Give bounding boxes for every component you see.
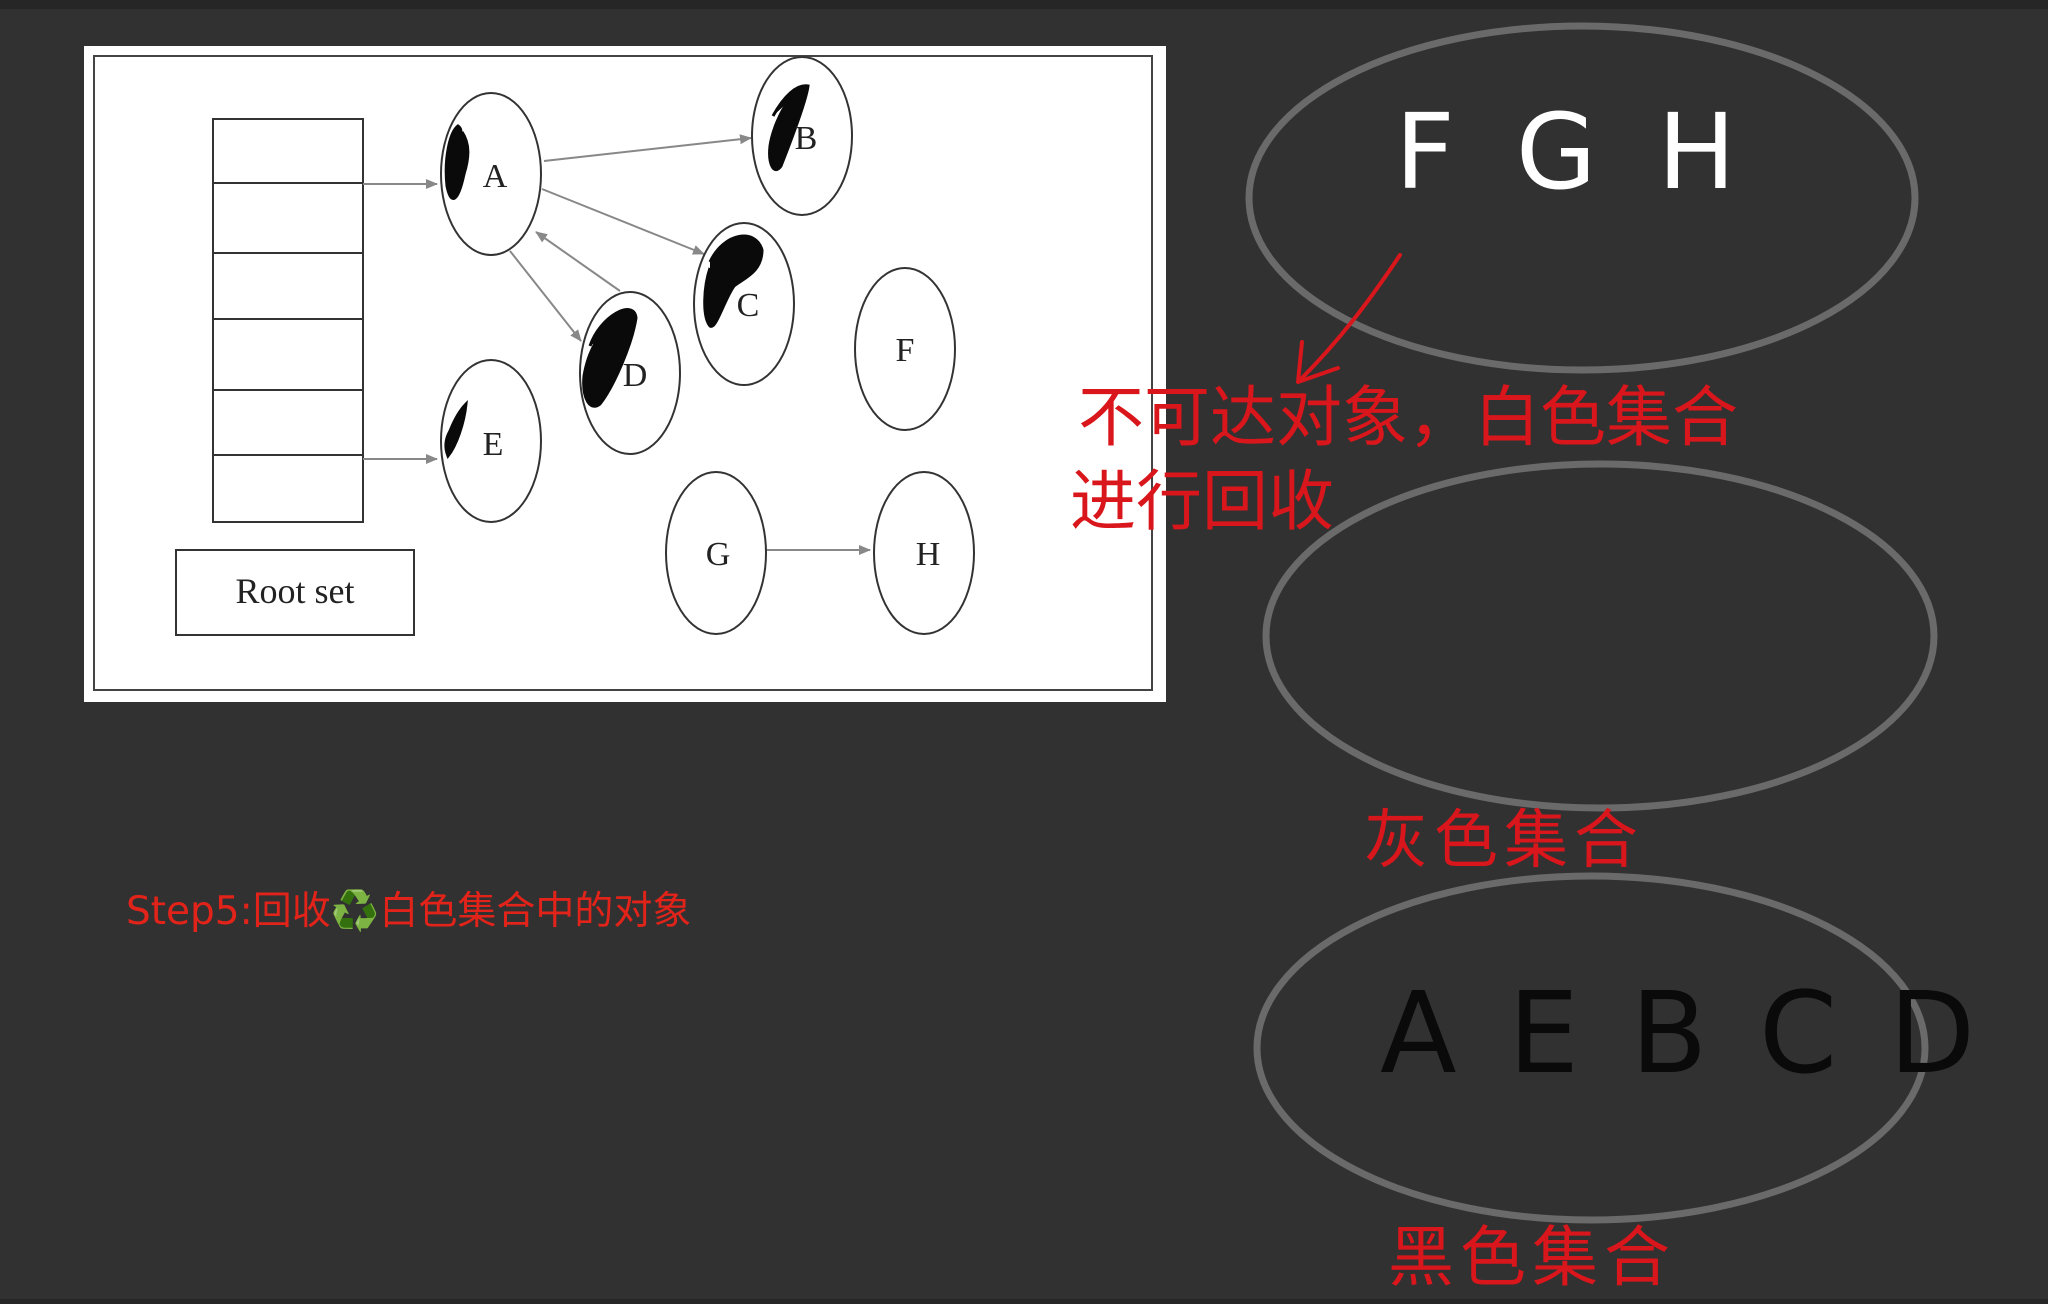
node-label-d: D [623, 357, 648, 394]
root-set-label: Root set [235, 571, 354, 611]
node-h: H [873, 471, 975, 635]
graph-edges [363, 134, 871, 555]
node-label-a: A [483, 158, 508, 195]
figure-frame [93, 55, 1153, 691]
node-label-c: C [737, 287, 760, 324]
mark-scribble-e [444, 399, 468, 459]
node-e: E [440, 359, 542, 523]
edge-a-to-b [543, 134, 752, 162]
edge-d-to-a [535, 231, 621, 292]
root-set-stack [212, 118, 364, 523]
white-set-note-line1: 不可达对象，白色集合 [1078, 379, 1738, 456]
mark-scribble-b [768, 84, 810, 172]
edge-a-to-c [541, 188, 705, 255]
bottom-bar [0, 1299, 2048, 1304]
white-set-ellipse [1245, 22, 1919, 374]
white-set-contents: F G H [1395, 91, 1750, 213]
graph-diagram: Root set A B C [175, 56, 975, 636]
node-g: G [665, 471, 767, 635]
node-a: A [440, 92, 542, 256]
black-set-contents: A E B C D [1380, 969, 1983, 1099]
reachability-figure: Root set A B C [84, 46, 1166, 702]
gray-set-ellipse [1262, 460, 1938, 812]
node-d: D [579, 291, 681, 455]
node-label-f: F [896, 332, 915, 369]
mark-scribble-a [444, 124, 470, 200]
black-set-label: 黑色集合 [1388, 1219, 1676, 1296]
root-set-box [175, 549, 415, 636]
node-label-g: G [706, 536, 731, 573]
mark-scribble-d [582, 308, 638, 408]
node-c: C [693, 222, 795, 386]
node-label-e: E [483, 426, 504, 463]
gray-set-label: 灰色集合 [1364, 804, 1644, 878]
top-bar [0, 0, 2048, 9]
node-label-h: H [916, 536, 941, 573]
red-arrow-line [1298, 253, 1402, 382]
recycle-icon: ♻️ [330, 889, 380, 934]
mark-scribble-c [703, 234, 764, 328]
caption-prefix: Step5:回收 [126, 889, 331, 934]
node-b: B [751, 56, 853, 216]
edge-a-to-d [509, 250, 582, 342]
node-label-b: B [795, 120, 818, 157]
node-f: F [854, 267, 956, 431]
black-set-ellipse [1253, 872, 1929, 1224]
red-arrow-head [1296, 340, 1340, 384]
step-caption: Step5:回收♻️白色集合中的对象 [126, 880, 691, 936]
caption-suffix: 白色集合中的对象 [379, 889, 692, 934]
